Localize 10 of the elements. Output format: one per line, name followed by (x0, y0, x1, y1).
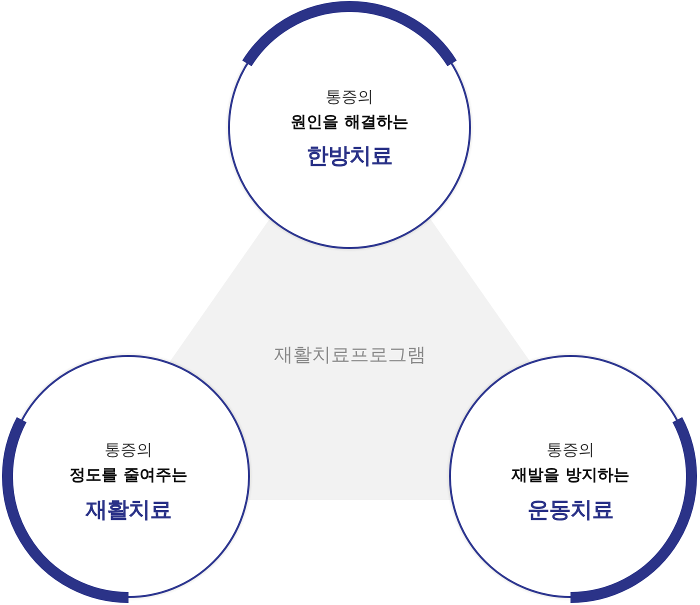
description-text: 원인을 해결하는 (290, 112, 408, 130)
heading-text: 운동치료 (528, 498, 614, 524)
lead-text: 통증의 (326, 86, 374, 106)
center-label: 재활치료프로그램 (274, 344, 426, 366)
heading-text: 한방치료 (306, 144, 392, 170)
lead-text: 통증의 (104, 440, 152, 459)
description-text: 재발을 방지하는 (512, 465, 630, 484)
heading-text: 재활치료 (86, 498, 172, 524)
description-text: 정도를 줄여주는 (70, 465, 188, 484)
lead-text: 통증의 (546, 440, 594, 459)
